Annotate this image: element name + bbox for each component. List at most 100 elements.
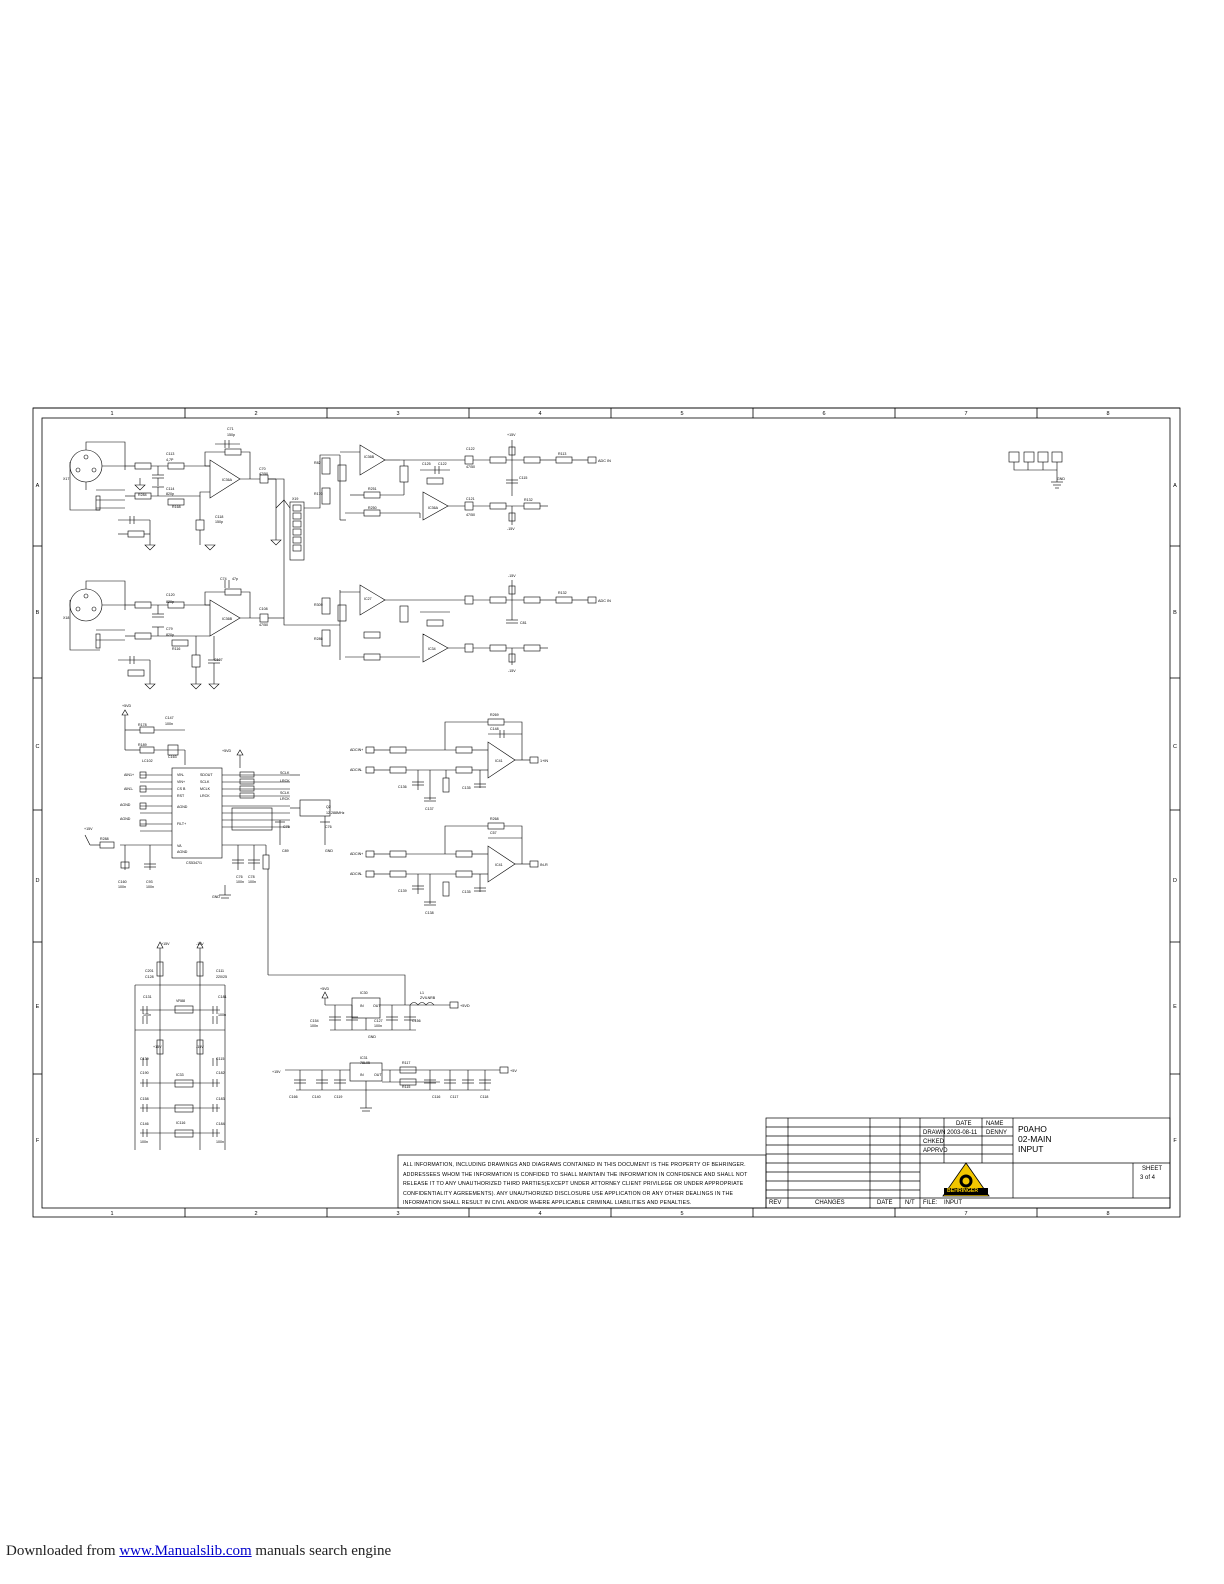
svg-text:R284: R284 [138, 493, 147, 497]
svg-text:VR88: VR88 [176, 999, 185, 1003]
svg-text:C137: C137 [425, 807, 434, 811]
svg-text:IC27: IC27 [364, 597, 372, 601]
svg-text:ADCIN-: ADCIN- [350, 872, 363, 876]
svg-text:C127: C127 [374, 1019, 383, 1023]
svg-text:OUT: OUT [374, 1073, 382, 1077]
svg-text:X17: X17 [63, 477, 69, 481]
svg-text:100n: 100n [143, 1013, 151, 1017]
svg-text:AGND: AGND [120, 817, 131, 821]
col-label: 5 [680, 411, 683, 417]
svg-text:LRCK: LRCK [200, 794, 210, 798]
col-label: 2 [254, 1211, 257, 1217]
svg-text:C163: C163 [168, 755, 177, 759]
svg-text:ADCIN+: ADCIN+ [350, 748, 363, 752]
row-label: C [1173, 744, 1177, 750]
svg-text:R170: R170 [314, 492, 323, 496]
svg-text:R82: R82 [314, 461, 321, 465]
svg-text:C136: C136 [398, 785, 407, 789]
svg-text:LRCK: LRCK [280, 797, 290, 801]
row-label: E [36, 1004, 40, 1010]
svg-text:VA: VA [177, 844, 182, 848]
svg-text:-15V: -15V [196, 942, 204, 946]
svg-text:AIN1+: AIN1+ [124, 773, 134, 777]
row-label: A [36, 483, 40, 489]
svg-text:IC36A: IC36A [428, 506, 439, 510]
row-label: F [1173, 1138, 1177, 1144]
svg-text:ADCIN+: ADCIN+ [350, 852, 363, 856]
svg-text:C138: C138 [425, 911, 434, 915]
svg-text:C190: C190 [140, 1071, 149, 1075]
svg-text:ADCIN-: ADCIN- [350, 768, 363, 772]
svg-text:C78: C78 [248, 875, 255, 879]
svg-text:C135: C135 [462, 786, 471, 790]
svg-text:C114: C114 [166, 487, 174, 491]
manualslib-link[interactable]: www.Manualslib.com [119, 1543, 252, 1559]
footer-suffix: manuals search engine [255, 1543, 392, 1559]
svg-text:C76: C76 [325, 825, 332, 829]
svg-text:C201: C201 [145, 969, 154, 973]
svg-text:C148: C148 [490, 727, 499, 731]
col-label: 4 [538, 411, 541, 417]
svg-text:C116: C116 [432, 1095, 440, 1099]
svg-text:C117: C117 [450, 1095, 458, 1099]
svg-text:R116: R116 [172, 647, 180, 651]
svg-text:GND: GND [325, 849, 333, 853]
download-footer: Downloaded from www.Manualslib.com manua… [6, 1543, 391, 1560]
svg-text:C184: C184 [216, 1122, 225, 1126]
svg-text:100n: 100n [248, 880, 256, 884]
svg-text:C113: C113 [166, 452, 174, 456]
title-nt-label: N/T [905, 1200, 915, 1206]
svg-text:C140: C140 [312, 1095, 321, 1099]
svg-text:IC116: IC116 [176, 1121, 185, 1125]
title-date-col-label: DATE [877, 1200, 893, 1206]
svg-text:100n: 100n [146, 885, 154, 889]
svg-text:C146: C146 [140, 1122, 149, 1126]
svg-text:IC41: IC41 [495, 863, 503, 867]
svg-text:47/50: 47/50 [259, 472, 268, 476]
svg-text:C158: C158 [140, 1097, 149, 1101]
svg-text:100n: 100n [140, 1140, 148, 1144]
svg-text:C166: C166 [289, 1095, 298, 1099]
signal-out-b1: ADC IN [598, 599, 611, 603]
svg-text:L1: L1 [420, 991, 424, 995]
svg-text:100n: 100n [236, 880, 244, 884]
svg-text:100n: 100n [310, 1024, 318, 1028]
svg-text:R309: R309 [314, 603, 323, 607]
svg-text:C111: C111 [216, 969, 224, 973]
svg-text:C115: C115 [216, 1057, 224, 1061]
svg-text:R189: R189 [138, 743, 147, 747]
svg-text:R113: R113 [558, 452, 566, 456]
title-sheet-title: INPUT [1018, 1144, 1044, 1154]
svg-text:CS B: CS B [177, 787, 186, 791]
svg-text:C107: C107 [214, 658, 223, 662]
row-label: B [36, 610, 40, 616]
row-label: B [1173, 610, 1177, 616]
svg-text:IC41: IC41 [495, 759, 503, 763]
col-label: 3 [396, 1211, 399, 1217]
svg-text:R286: R286 [314, 637, 323, 641]
circuit-drawing [69, 440, 1063, 1150]
svg-text:C160: C160 [118, 880, 127, 884]
svg-text:LC102: LC102 [142, 759, 153, 763]
svg-text:IC36A: IC36A [222, 478, 233, 482]
row-label: D [1173, 878, 1177, 884]
svg-text:C183: C183 [216, 1097, 225, 1101]
title-file-name: INPUT [944, 1200, 962, 1206]
confidentiality-notice: ALL INFORMATION, INCLUDING DRAWINGS AND … [403, 1161, 763, 1209]
notice-line: INFORMATION SHALL RESULT IN CIVIL AND/OR… [403, 1200, 692, 1207]
notice-line: RELEASE IT TO ANY UNAUTHORIZED THIRD PAR… [403, 1181, 744, 1188]
svg-text:RST: RST [177, 794, 185, 798]
row-label: F [36, 1138, 40, 1144]
svg-text:R251: R251 [368, 487, 377, 491]
svg-text:820p: 820p [166, 492, 174, 496]
svg-text:R168: R168 [172, 505, 181, 509]
svg-text:C57: C57 [490, 831, 497, 835]
svg-text:+15V: +15V [153, 1045, 162, 1049]
column-labels: 1 2 3 4 5 6 7 8 1 2 3 4 5 7 8 [110, 411, 1109, 1217]
svg-text:820p: 820p [166, 633, 174, 637]
svg-text:C122: C122 [438, 462, 447, 466]
svg-text:C182: C182 [216, 1071, 225, 1075]
svg-text:GND: GND [1057, 477, 1065, 481]
svg-text:C71: C71 [227, 427, 234, 431]
notice-line: ALL INFORMATION, INCLUDING DRAWINGS AND … [403, 1162, 746, 1168]
